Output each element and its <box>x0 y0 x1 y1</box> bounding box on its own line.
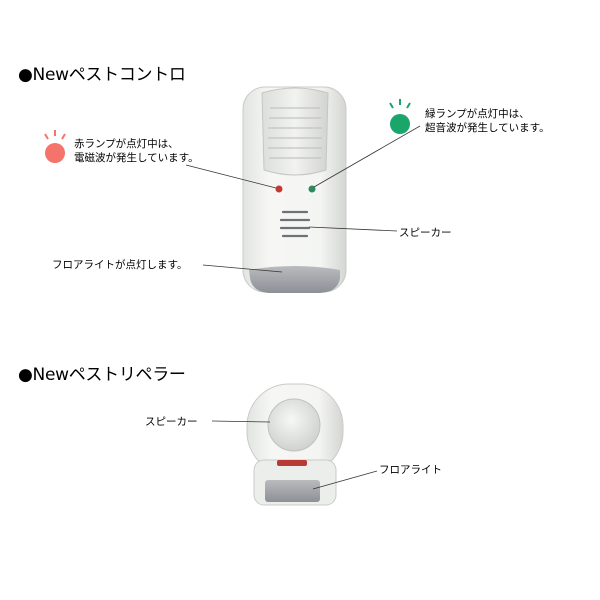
red-lamp-label: 赤ランプが点灯中は、 電磁波が発生しています。 <box>74 138 199 164</box>
repeller-speaker-label: スピーカー <box>145 416 198 428</box>
green-lamp-label: 緑ランプが点灯中は、 超音波が発生しています。 <box>425 108 550 134</box>
section-title-pest-repeller: ●Newペストリペラー <box>18 365 186 385</box>
leader-lines-section1 <box>185 125 421 273</box>
red-lamp-icon <box>44 130 66 163</box>
pest-repeller-device-image <box>246 383 344 506</box>
section-title-pest-control: ●Newペストコントロ <box>18 65 186 85</box>
green-lamp-icon <box>389 99 411 134</box>
floor-light-label: フロアライトが点灯します。 <box>52 259 188 271</box>
pest-control-device-image <box>242 86 347 293</box>
speaker-label: スピーカー <box>399 227 452 239</box>
leader-lines-section2 <box>211 420 378 490</box>
repeller-floor-light-label: フロアライト <box>379 464 442 476</box>
